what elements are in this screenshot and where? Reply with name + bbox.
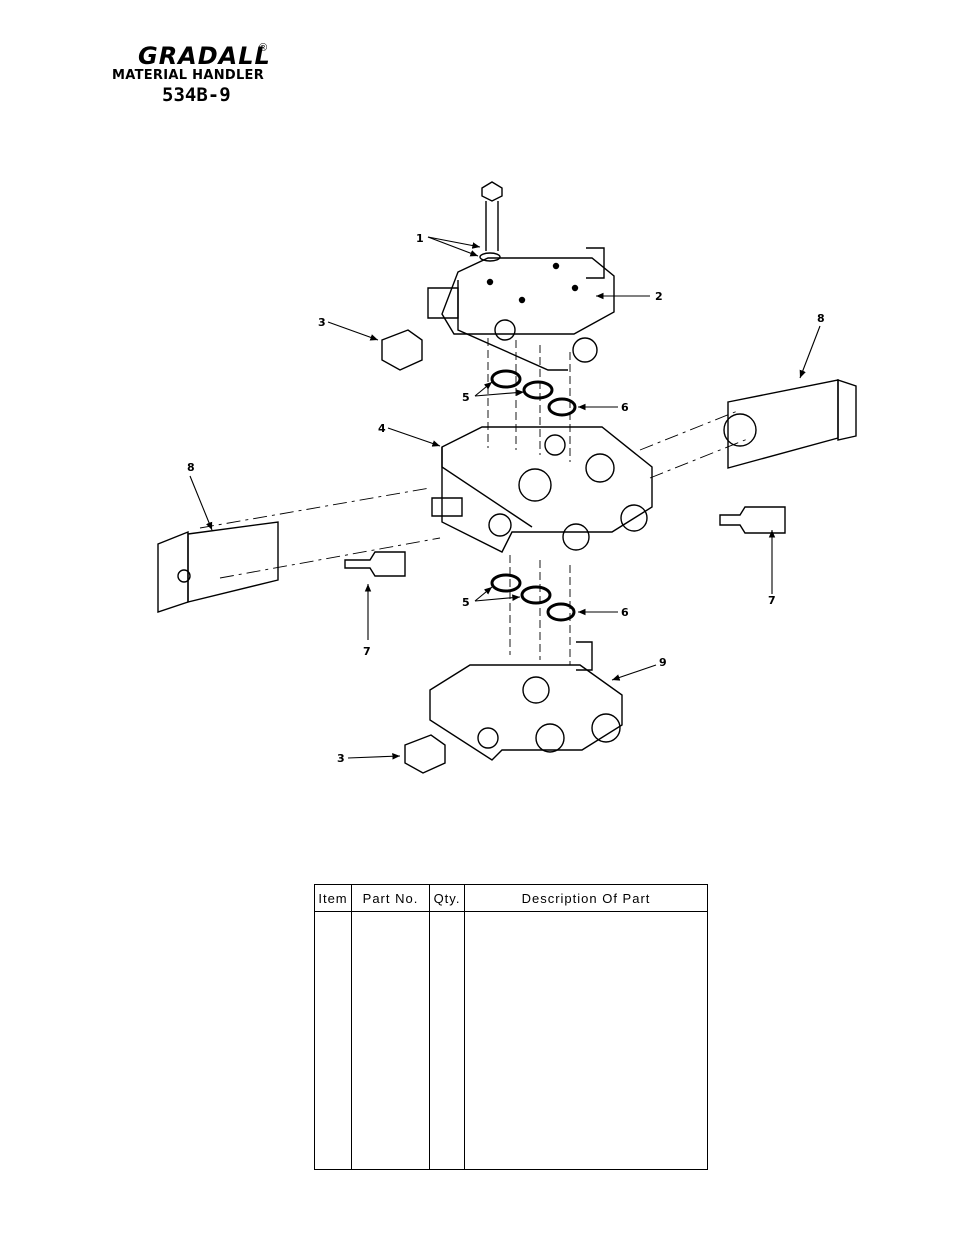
brand-name: GRADALL [138,42,271,70]
callout-6-upper: 6 [621,401,629,414]
callout-6-lower: 6 [621,606,629,619]
callout-3-upper: 3 [318,316,326,329]
callout-4: 4 [378,422,386,435]
callout-2: 2 [655,290,663,303]
washer [479,252,501,262]
callout-7-left: 7 [363,645,371,658]
header-part-no: Part No. [351,884,430,912]
gradall-logo: GRADALL ® MATERIAL HANDLER 534B-9 [112,42,302,108]
qty-column [429,911,465,1170]
callout-7-right: 7 [768,594,776,607]
item-column [314,911,352,1170]
relief-valve-right [719,506,786,534]
callout-1: 1 [416,232,424,245]
cap-right [837,379,857,441]
cap-left [157,530,189,613]
seal-5d [520,585,552,605]
plug-lower [404,734,446,774]
table-header-row: Item Part No. Qty. Description Of Part [314,884,708,912]
parts-list-table: Item Part No. Qty. Description Of Part [314,884,708,1170]
seal-5a [490,369,522,389]
spool-housing-right [727,379,839,469]
callout-3-lower: 3 [337,752,345,765]
part-no-column [351,911,430,1170]
bolt-head [481,181,503,202]
plug-upper [381,329,423,371]
header-description: Description Of Part [464,884,708,912]
bracket-lower [576,641,593,671]
mounting-bracket-left [427,287,459,319]
seal-5c [490,573,522,593]
exploded-parts-diagram: 1 2 3 8 5 6 4 8 7 7 5 6 9 3 [157,181,857,774]
callout-8-left: 8 [187,461,195,474]
spool-housing-left [187,521,279,603]
model-number: 534B-9 [162,84,231,106]
description-column [464,911,708,1170]
seal-6-upper [547,397,577,417]
end-cover-top [441,257,615,335]
header-qty: Qty. [429,884,465,912]
header-item: Item [314,884,352,912]
callout-5-upper: 5 [462,391,470,404]
table-body-row [314,911,708,1170]
relief-valve-left [344,551,406,577]
seal-6-lower [546,602,576,622]
callout-5-lower: 5 [462,596,470,609]
valve-body [441,426,653,553]
product-subtitle: MATERIAL HANDLER [112,68,265,83]
seal-5b [522,380,554,400]
bolt-shank [485,201,499,251]
callout-8-right: 8 [817,312,825,325]
mounting-bracket-right [586,247,605,279]
callout-9: 9 [659,656,667,669]
valve-spool-end [431,497,463,517]
registered-mark: ® [259,42,268,54]
end-cover-bottom [429,664,623,761]
